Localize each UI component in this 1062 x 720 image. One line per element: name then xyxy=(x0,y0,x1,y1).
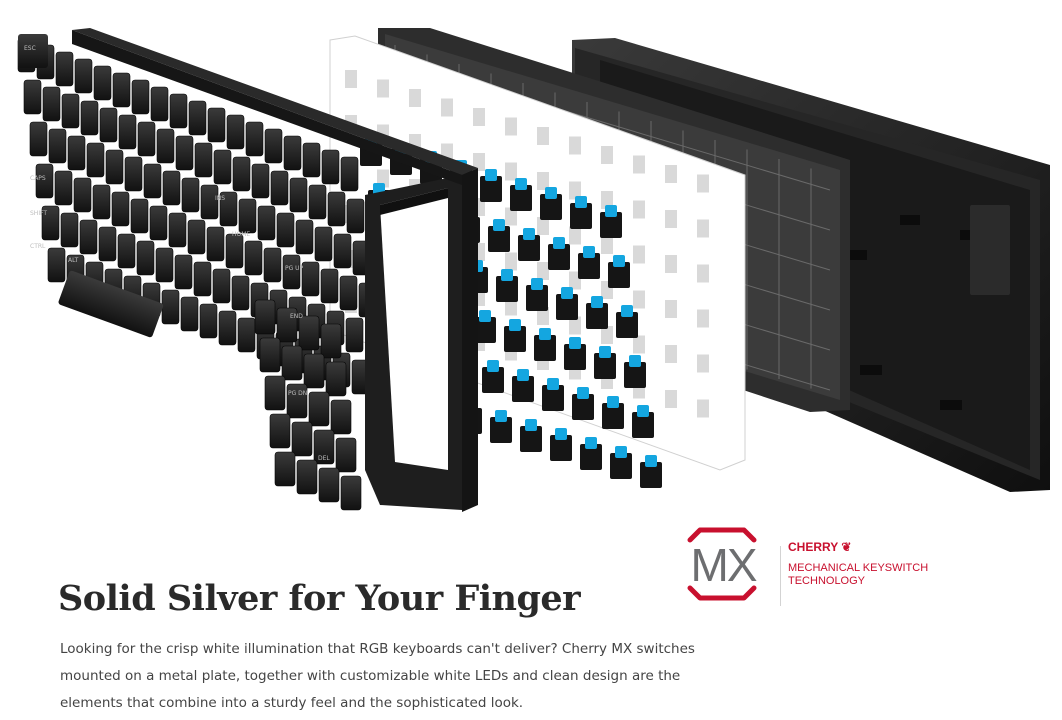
svg-text:END: END xyxy=(290,313,303,320)
svg-text:CAPS: CAPS xyxy=(30,175,46,182)
cherry-mx-badge: MX CHERRY ❦ MECHANICAL KEYSWITCH TECHNOL… xyxy=(680,524,940,608)
mx-logo-frame-icon xyxy=(687,527,757,601)
keyboard-exploded-illustration: ESC CAPS SHIFT CTRL ALT DEL PG UP PG DN HOME END I… xyxy=(17,28,1050,512)
cherry-subtitle: MECHANICAL KEYSWITCH TECHNOLOGY xyxy=(788,562,948,588)
svg-text:DEL: DEL xyxy=(318,455,330,462)
svg-text:CTRL: CTRL xyxy=(30,243,46,250)
keyboard-exploded-hero: ESC CAPS SHIFT CTRL ALT DEL PG UP PG DN HOME END I… xyxy=(17,28,1050,512)
svg-text:SHIFT: SHIFT xyxy=(30,210,47,217)
section-headline: Solid Silver for Your Finger xyxy=(58,578,581,619)
body-line-2: mounted on a metal plate, together with … xyxy=(60,668,681,684)
body-line-3: elements that combine into a sturdy feel… xyxy=(60,695,524,711)
badge-divider xyxy=(780,546,781,606)
cherry-fruit-icon: ❦ xyxy=(841,540,852,554)
svg-text:ESC: ESC xyxy=(24,45,36,52)
svg-text:INS: INS xyxy=(215,195,225,202)
svg-text:PG UP: PG UP xyxy=(285,265,304,272)
svg-text:ALT: ALT xyxy=(68,257,79,264)
body-line-1: Looking for the crisp white illumination… xyxy=(60,641,695,657)
cherry-brand: CHERRY ❦ xyxy=(788,540,851,554)
cherry-subtitle-line2: TECHNOLOGY xyxy=(788,575,866,587)
cherry-brand-text: CHERRY xyxy=(788,540,839,554)
mx-logo-text: MX xyxy=(690,539,758,591)
section-body: Looking for the crisp white illumination… xyxy=(60,636,740,717)
top-frame xyxy=(72,28,478,512)
svg-text:PG DN: PG DN xyxy=(288,390,307,397)
cherry-subtitle-line1: MECHANICAL KEYSWITCH xyxy=(788,562,929,574)
svg-text:HOME: HOME xyxy=(232,231,250,238)
